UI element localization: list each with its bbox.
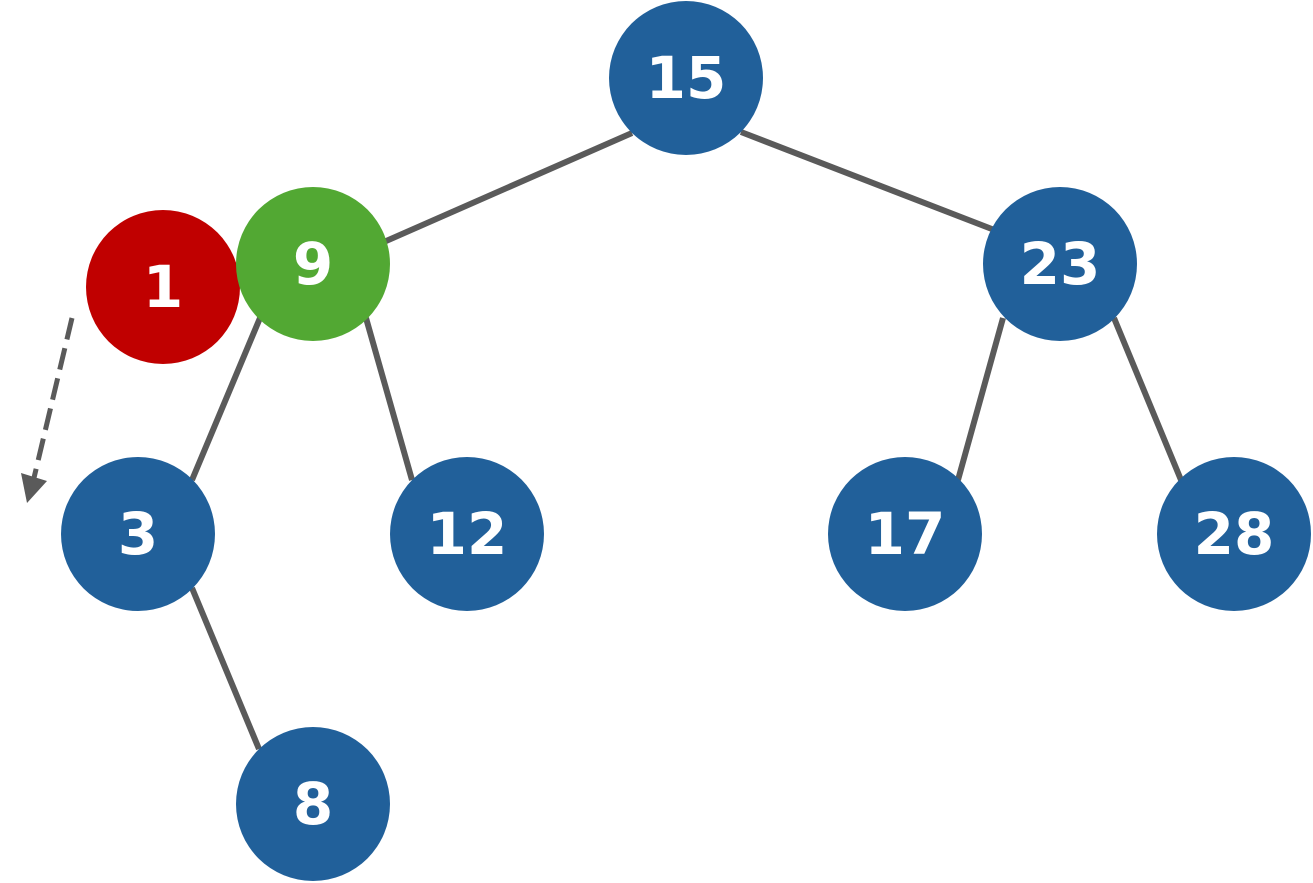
- node-15: 15: [609, 1, 763, 155]
- node-23: 23: [983, 187, 1137, 341]
- move-arrow: [21, 317, 75, 503]
- node-9: 9: [236, 187, 390, 341]
- node-15-circle: [609, 1, 763, 155]
- node-3-label: 3: [118, 500, 158, 568]
- node-28-circle: [1157, 457, 1311, 611]
- node-17-label: 17: [865, 500, 946, 568]
- node-23-circle: [983, 187, 1137, 341]
- node-28: 28: [1157, 457, 1311, 611]
- edge-23-28: [1111, 316, 1184, 482]
- move-arrow-head: [21, 473, 47, 503]
- edge-15-9: [375, 130, 634, 248]
- edge-9-3: [189, 316, 263, 482]
- node-8-label: 8: [293, 770, 333, 838]
- edge-9-12: [363, 317, 415, 481]
- node-8: 8: [236, 727, 390, 881]
- node-1-label: 1: [143, 253, 183, 321]
- edge-15-23: [739, 129, 999, 234]
- node-8-circle: [236, 727, 390, 881]
- node-12-circle: [390, 457, 544, 611]
- edge-3-8: [189, 586, 262, 751]
- node-3: 3: [61, 457, 215, 611]
- node-17: 17: [828, 457, 982, 611]
- node-12: 12: [390, 457, 544, 611]
- node-28-label: 28: [1194, 500, 1275, 568]
- node-1-circle: [86, 210, 240, 364]
- node-23-label: 23: [1020, 230, 1101, 298]
- node-3-circle: [61, 457, 215, 611]
- node-15-label: 15: [646, 44, 727, 112]
- node-1: 1: [86, 210, 240, 364]
- node-9-label: 9: [293, 230, 333, 298]
- edge-23-17: [955, 317, 1006, 481]
- move-arrow-shaft: [30, 317, 75, 483]
- node-17-circle: [828, 457, 982, 611]
- node-12-label: 12: [427, 500, 508, 568]
- node-9-circle: [236, 187, 390, 341]
